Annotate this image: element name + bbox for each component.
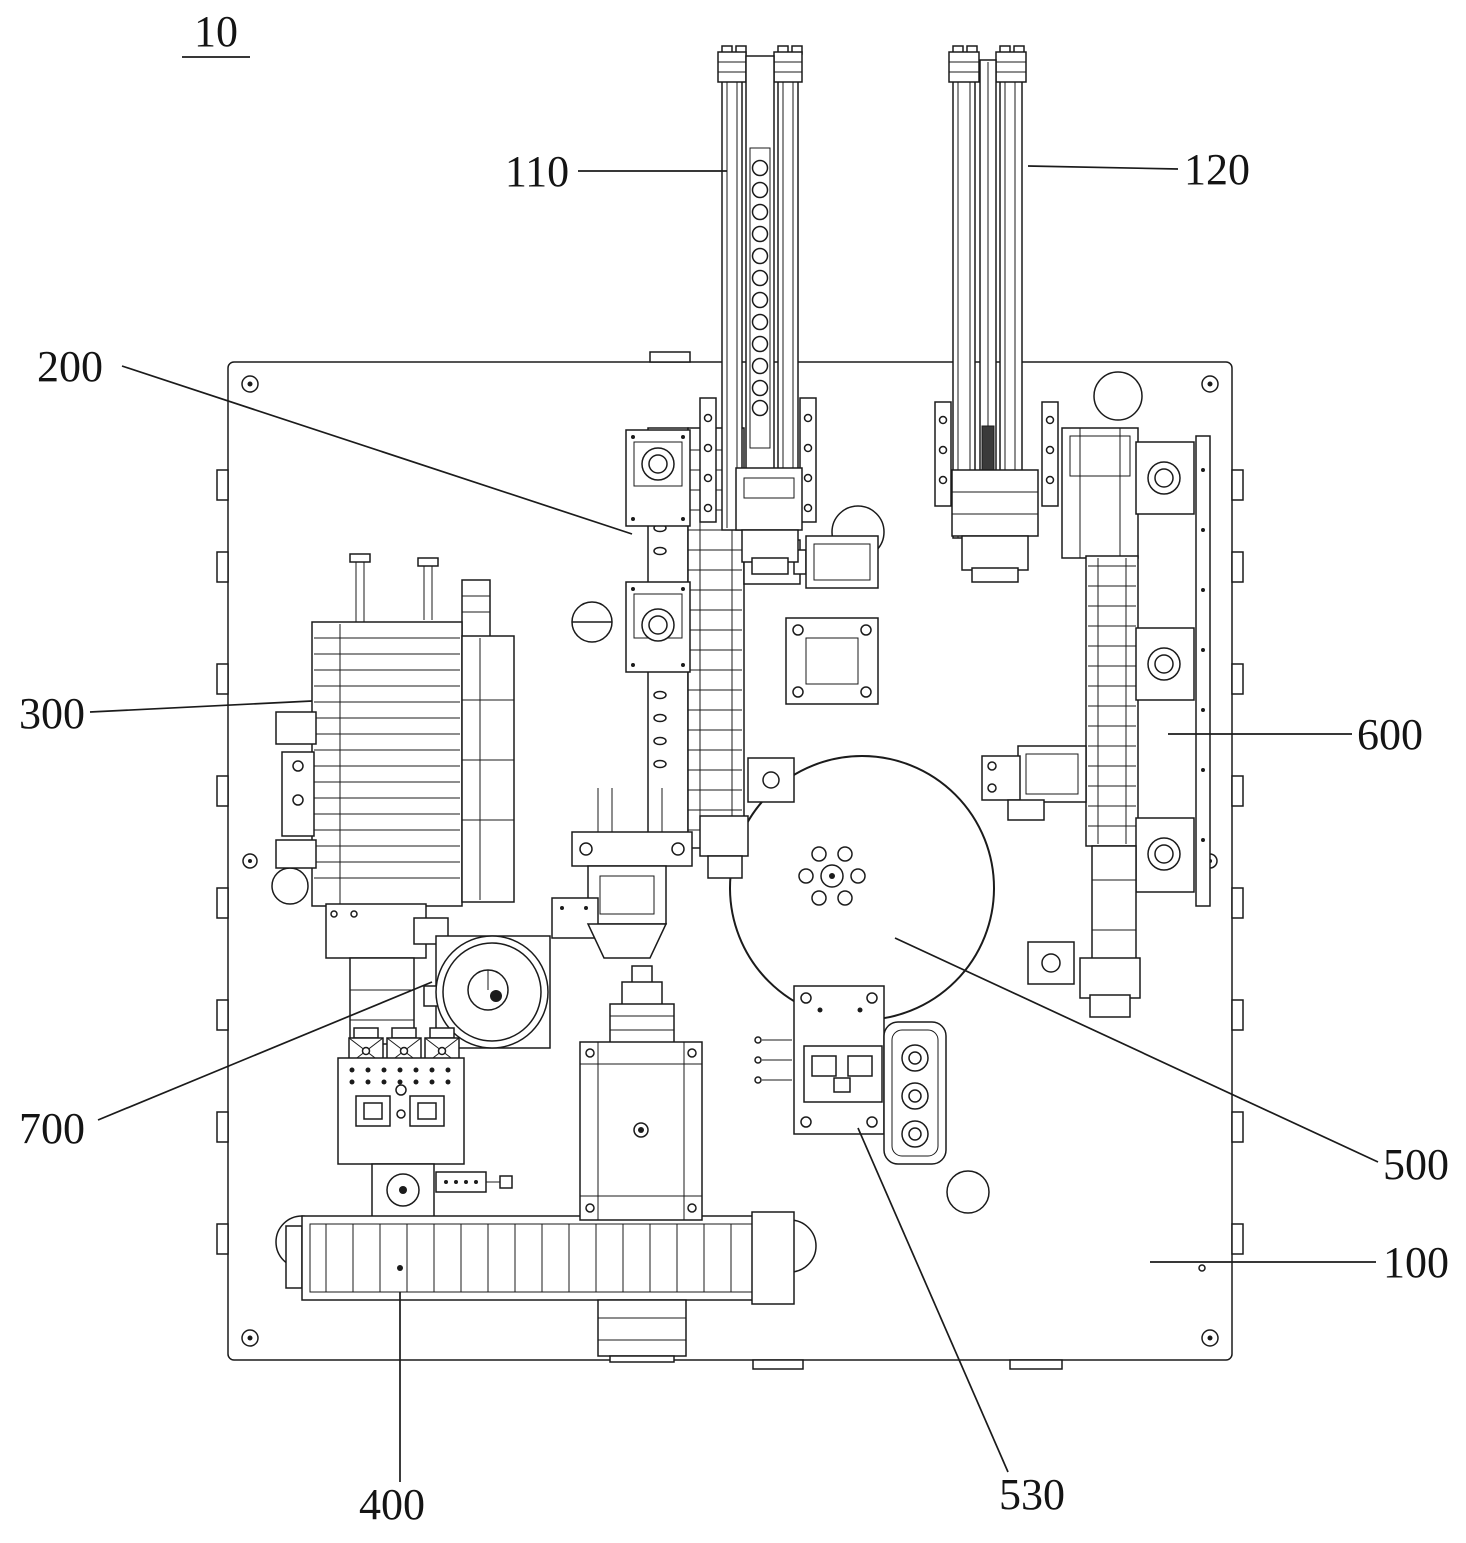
press-station-530 <box>754 985 947 1165</box>
rail-chain-links <box>751 159 769 417</box>
leader-lines <box>89 56 1379 1482</box>
plate-bottom-tab-1 <box>752 1359 804 1370</box>
adjuster-split-circle <box>571 601 613 643</box>
connector-block <box>883 1021 947 1165</box>
label-200: 200 <box>37 342 103 391</box>
plate-edge-tabs-left <box>216 469 229 1255</box>
plate-top-tab <box>649 351 691 363</box>
table-hub <box>798 846 866 906</box>
pulley-bracket <box>1135 441 1195 515</box>
pulley-bracket <box>625 581 691 673</box>
label-500: 500 <box>1383 1140 1449 1189</box>
leader-120 <box>1027 165 1179 170</box>
leader-300 <box>89 700 313 713</box>
plate-bottom-tab-2 <box>1009 1359 1063 1370</box>
label-120: 120 <box>1184 145 1250 194</box>
ring-unit-700 <box>423 935 551 1049</box>
gripper-cluster <box>551 788 693 959</box>
center-column <box>579 965 703 1363</box>
feeder-rail-110 <box>699 45 817 575</box>
leader-500 <box>894 937 1379 1163</box>
label-300: 300 <box>19 689 85 738</box>
pulley-bracket <box>1135 627 1195 701</box>
label-530: 530 <box>999 1470 1065 1519</box>
bottom-conveyor <box>285 1211 795 1305</box>
label-10: 10 <box>194 7 238 56</box>
center-platform <box>785 617 879 705</box>
leader-200 <box>121 365 633 535</box>
label-700: 700 <box>19 1104 85 1153</box>
bolt-dots <box>349 1067 451 1085</box>
label-600: 600 <box>1357 710 1423 759</box>
pulley-bracket <box>625 429 691 527</box>
label-110: 110 <box>505 147 569 196</box>
leader-530 <box>857 1127 1009 1473</box>
leader-700 <box>97 981 433 1121</box>
feeder-block-400 <box>337 1057 513 1219</box>
label-400: 400 <box>359 1480 425 1529</box>
right-track-600 <box>981 427 1211 1018</box>
reference-labels: 10 110 120 200 300 600 700 500 100 400 5… <box>19 7 1449 1529</box>
label-100: 100 <box>1383 1238 1449 1287</box>
feeder-rail-120 <box>934 45 1059 583</box>
pulley-bracket <box>1135 817 1195 893</box>
plate-edge-tabs-right <box>1231 469 1244 1255</box>
